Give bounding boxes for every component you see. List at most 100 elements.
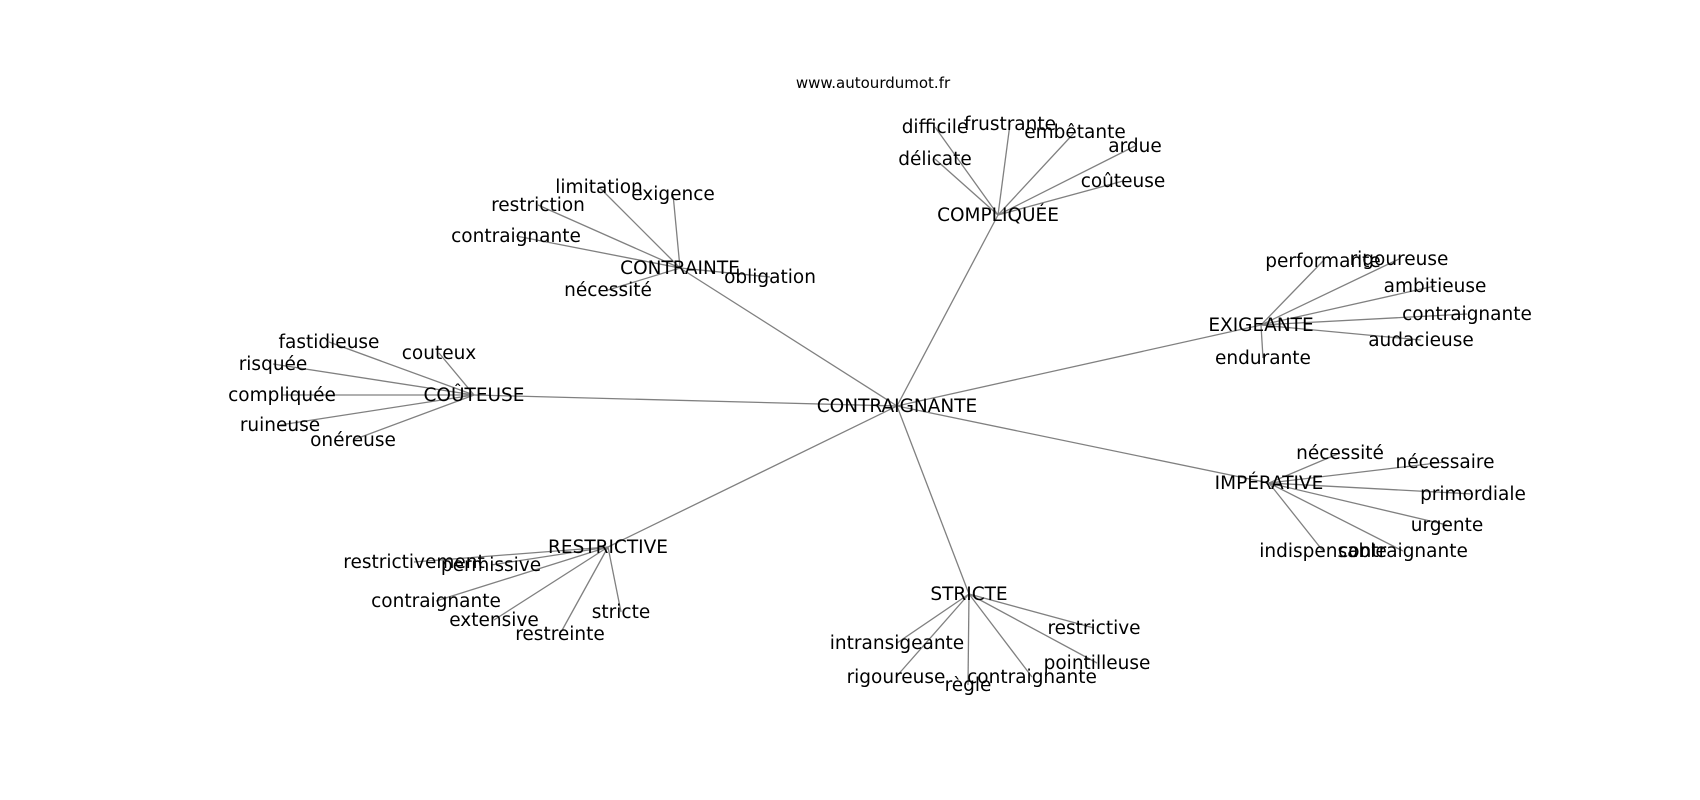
leaf-word-exigeante-2[interactable]: ambitieuse [1384, 276, 1487, 297]
leaf-word-restrictive-0[interactable]: restrictivement [343, 552, 485, 573]
leaf-word-restrictive-5[interactable]: stricte [592, 602, 650, 623]
leaf-word-contrainte-5[interactable]: obligation [724, 267, 816, 288]
edge-restrictive-4 [559, 546, 609, 635]
edge-stricte-0 [896, 593, 970, 644]
edge-compliquee-3 [997, 145, 1136, 216]
leaf-word-stricte-1[interactable]: rigoureuse [847, 667, 946, 688]
leaf-word-compliquee-2[interactable]: embêtante [1024, 122, 1125, 143]
cluster-label-couteuse[interactable]: COÛTEUSE [424, 384, 525, 406]
cluster-label-restrictive[interactable]: RESTRICTIVE [548, 537, 668, 558]
leaf-word-couteuse-5[interactable]: onéreuse [310, 430, 396, 451]
edge-contrainte-5 [679, 267, 771, 278]
edge-contrainte-0 [598, 186, 681, 269]
edge-root-compliquee [896, 214, 999, 407]
edge-root-contrainte [679, 267, 898, 407]
edge-restrictive-5 [607, 546, 622, 613]
leaf-word-compliquee-5[interactable]: coûteuse [1081, 171, 1166, 192]
leaf-word-compliquee-4[interactable]: délicate [898, 149, 972, 170]
edge-restrictive-2 [435, 546, 609, 602]
leaf-word-imperative-4[interactable]: indispensable [1259, 541, 1386, 562]
edge-exigeante-0 [1260, 260, 1324, 326]
edge-exigeante-4 [1260, 324, 1422, 341]
edge-exigeante-1 [1260, 258, 1400, 326]
edge-couteuse-0 [328, 341, 475, 396]
edge-imperative-4 [1268, 482, 1324, 552]
leaf-word-contrainte-4[interactable]: nécessité [564, 280, 652, 301]
leaf-word-restrictive-4[interactable]: restreinte [515, 624, 605, 645]
leaf-word-restrictive-1[interactable]: permissive [441, 555, 541, 576]
leaf-word-imperative-2[interactable]: primordiale [1420, 484, 1526, 505]
leaf-word-imperative-0[interactable]: nécessité [1296, 443, 1384, 464]
cluster-label-imperative[interactable]: IMPÉRATIVE [1215, 472, 1324, 494]
cluster-label-compliquee[interactable]: COMPLIQUÉE [937, 204, 1059, 226]
graph-edges [272, 123, 1474, 686]
edge-imperative-0 [1268, 452, 1341, 484]
leaf-word-imperative-3[interactable]: urgente [1411, 515, 1484, 536]
edge-couteuse-2 [272, 363, 475, 396]
leaf-word-couteuse-3[interactable]: compliquée [228, 385, 336, 406]
leaf-word-exigeante-0[interactable]: performante [1265, 251, 1381, 272]
edge-imperative-2 [1268, 482, 1474, 495]
source-website-label[interactable]: www.autourdumot.fr [796, 74, 951, 92]
leaf-word-couteuse-0[interactable]: fastidieuse [279, 332, 380, 353]
edge-contrainte-2 [537, 204, 681, 269]
edge-contrainte-1 [672, 193, 681, 269]
edge-contrainte-3 [515, 235, 681, 269]
cluster-label-contrainte[interactable]: CONTRAINTE [620, 258, 740, 279]
edge-couteuse-5 [352, 394, 475, 441]
edge-imperative-5 [1268, 482, 1404, 552]
leaf-word-stricte-0[interactable]: intransigeante [830, 633, 964, 654]
edge-root-imperative [896, 405, 1270, 484]
leaf-word-restrictive-2[interactable]: contraignante [371, 591, 501, 612]
edge-compliquee-5 [997, 180, 1124, 216]
leaf-word-stricte-2[interactable]: règle [945, 675, 992, 696]
edge-stricte-3 [968, 593, 1033, 678]
leaf-word-exigeante-4[interactable]: audacieuse [1368, 330, 1474, 351]
edge-restrictive-3 [493, 546, 609, 621]
leaf-word-contrainte-1[interactable]: exigence [631, 184, 715, 205]
edge-couteuse-4 [279, 394, 475, 426]
edge-compliquee-1 [997, 123, 1011, 216]
root-word[interactable]: CONTRAIGNANTE [817, 396, 978, 417]
edge-root-exigeante [896, 324, 1262, 407]
edge-restrictive-1 [490, 546, 609, 566]
edge-stricte-2 [967, 593, 970, 686]
leaf-word-stricte-4[interactable]: restrictive [1047, 618, 1140, 639]
edge-contrainte-4 [607, 267, 681, 291]
leaf-word-restrictive-3[interactable]: extensive [449, 610, 538, 631]
edge-root-restrictive [607, 405, 898, 548]
edge-imperative-1 [1268, 461, 1446, 484]
leaf-word-exigeante-3[interactable]: contraignante [1402, 304, 1532, 325]
leaf-word-stricte-5[interactable]: pointilleuse [1044, 653, 1151, 674]
leaf-word-contrainte-2[interactable]: restriction [491, 195, 585, 216]
edge-stricte-4 [968, 593, 1095, 629]
leaf-word-exigeante-5[interactable]: endurante [1215, 348, 1311, 369]
edge-imperative-3 [1268, 482, 1448, 526]
graph-labels: CONTRAIGNANTE COMPLIQUÉE difficilefrustran… [228, 114, 1532, 696]
edge-exigeante-5 [1260, 324, 1264, 359]
edge-root-couteuse [473, 394, 898, 407]
edge-compliquee-2 [997, 131, 1076, 216]
edge-stricte-1 [895, 593, 970, 678]
leaf-word-contrainte-3[interactable]: contraignante [451, 226, 581, 247]
leaf-word-compliquee-1[interactable]: frustrante [964, 114, 1056, 135]
edge-compliquee-4 [934, 158, 999, 216]
edge-couteuse-1 [438, 352, 475, 396]
cluster-label-exigeante[interactable]: EXIGEANTE [1208, 315, 1313, 336]
leaf-word-compliquee-0[interactable]: difficile [902, 117, 969, 138]
leaf-word-contrainte-0[interactable]: limitation [555, 177, 642, 198]
leaf-word-couteuse-2[interactable]: risquée [239, 354, 308, 375]
cluster-label-stricte[interactable]: STRICTE [930, 584, 1007, 605]
edge-compliquee-0 [934, 126, 999, 216]
leaf-word-couteuse-4[interactable]: ruineuse [240, 415, 320, 436]
edge-stricte-5 [968, 593, 1098, 664]
leaf-word-imperative-5[interactable]: contraignante [1338, 541, 1468, 562]
edge-restrictive-0 [413, 546, 609, 563]
leaf-word-compliquee-3[interactable]: ardue [1108, 136, 1161, 157]
leaf-word-imperative-1[interactable]: nécessaire [1396, 452, 1495, 473]
edge-root-stricte [896, 405, 970, 595]
leaf-word-stricte-3[interactable]: contraignante [967, 667, 1097, 688]
leaf-word-couteuse-1[interactable]: couteux [402, 343, 477, 364]
leaf-word-exigeante-1[interactable]: rigoureuse [1350, 249, 1449, 270]
